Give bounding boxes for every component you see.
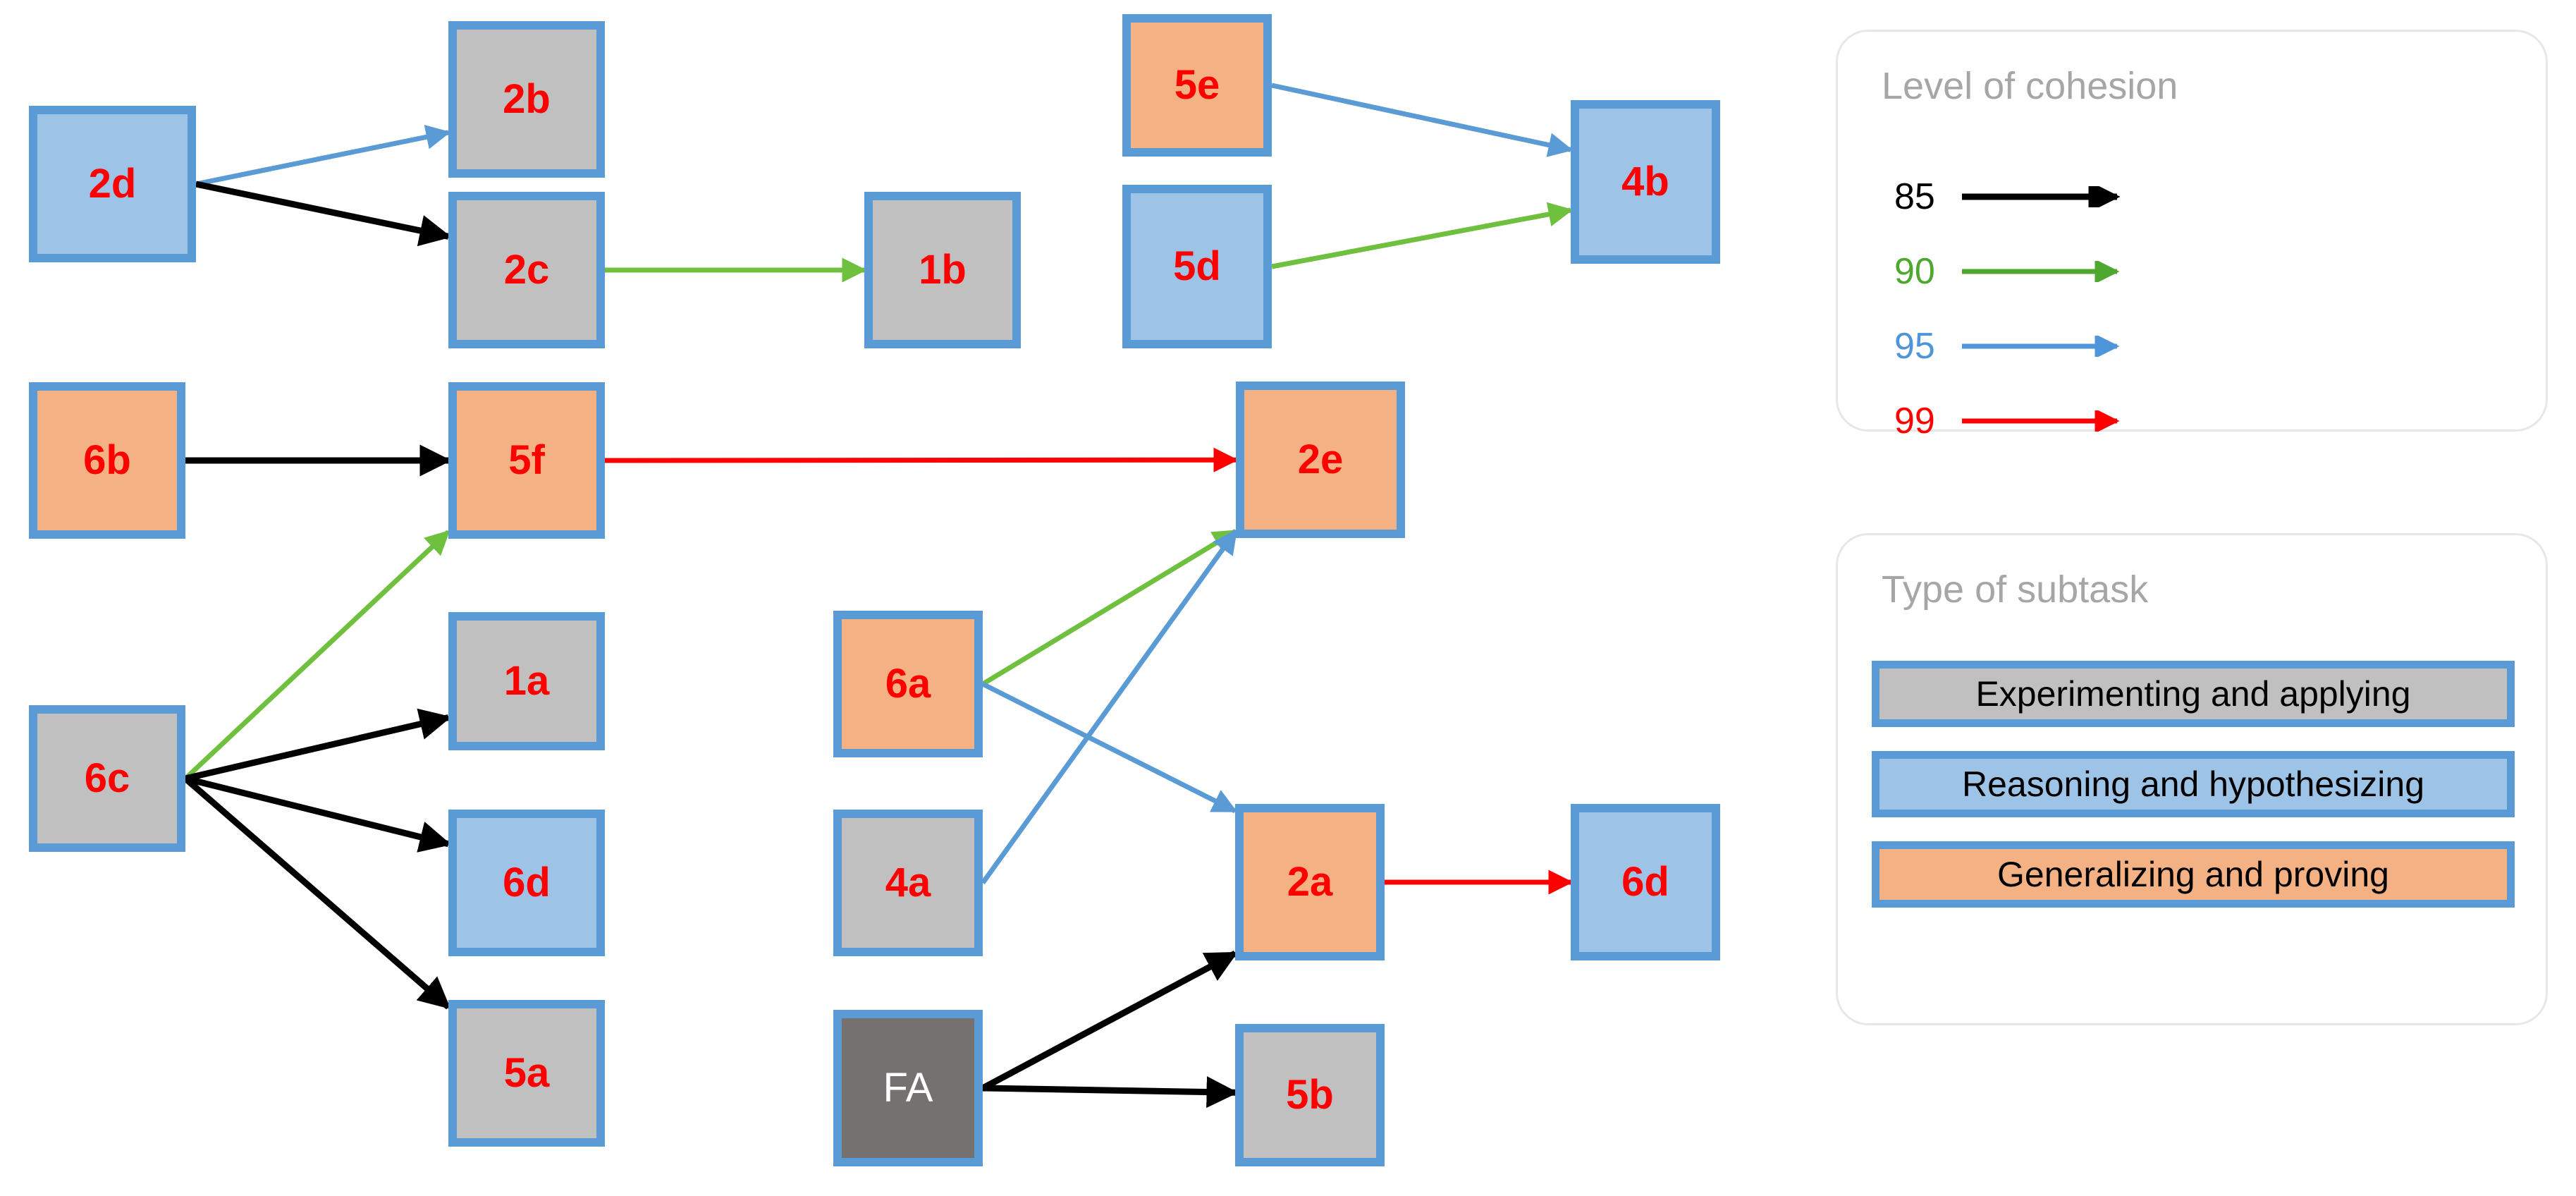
node-6a[interactable]: 6a <box>833 611 983 757</box>
legend-cohesion-panel: Level of cohesion 85 90 95 99 <box>1836 30 2548 441</box>
legend-cohesion-title: Level of cohesion <box>1882 65 2178 107</box>
node-6d1[interactable]: 6d <box>448 810 605 956</box>
node-2c[interactable]: 2c <box>448 192 605 348</box>
edge-5d-to-4b <box>1271 202 1574 269</box>
node-6c[interactable]: 6c <box>29 705 185 852</box>
node-5d[interactable]: 5d <box>1122 185 1272 348</box>
edge-5e-to-4b <box>1271 83 1574 157</box>
node-label: 4b <box>1621 159 1669 205</box>
edge-6a-to-2a <box>981 681 1238 814</box>
legend-arrow-icon <box>1959 186 2128 207</box>
node-label: 6a <box>885 661 931 707</box>
legend-cohesion-item: 90 <box>1894 242 2501 301</box>
edge-FA-to-5b <box>982 1076 1239 1109</box>
legend-subtask-label: Experimenting and applying <box>1975 674 2411 714</box>
edge-FA-to-2a <box>981 951 1238 1091</box>
node-label: 2c <box>503 247 550 293</box>
node-1b[interactable]: 1b <box>864 192 1021 348</box>
node-2e[interactable]: 2e <box>1236 382 1405 538</box>
edge-2d-to-2b <box>195 125 451 187</box>
node-6d2[interactable]: 6d <box>1571 804 1720 960</box>
legend-cohesion-item: 95 <box>1894 317 2501 376</box>
edge-6c-to-1a <box>184 708 452 782</box>
node-label: 1a <box>503 658 550 704</box>
legend-subtask-item-generalizing: Generalizing and proving <box>1872 841 2515 908</box>
node-label: 5f <box>508 437 545 483</box>
legend-subtask-item-experimenting: Experimenting and applying <box>1872 661 2515 727</box>
legend-subtask-label: Reasoning and hypothesizing <box>1961 764 2425 804</box>
node-5f[interactable]: 5f <box>448 382 605 539</box>
legend-cohesion-value: 85 <box>1894 176 1935 217</box>
legend-subtask-panel: Type of subtask Experimenting and applyi… <box>1836 533 2548 1025</box>
node-label: 6b <box>83 437 131 483</box>
node-2a[interactable]: 2a <box>1235 804 1385 960</box>
node-label: FA <box>883 1065 933 1111</box>
node-2d[interactable]: 2d <box>29 106 196 262</box>
legend-arrow-icon <box>1959 336 2128 357</box>
node-label: 6d <box>503 860 551 905</box>
node-FA[interactable]: FA <box>833 1010 983 1166</box>
node-4a[interactable]: 4a <box>833 810 983 956</box>
legend-cohesion-item: 85 <box>1894 167 2501 226</box>
legend-arrow-icon <box>1959 410 2128 432</box>
legend-cohesion-item: 99 <box>1894 391 2501 451</box>
edge-2d-to-2c <box>195 181 452 247</box>
node-label: 2b <box>503 76 551 122</box>
node-2b[interactable]: 2b <box>448 21 605 178</box>
legend-cohesion-value: 90 <box>1894 251 1935 292</box>
node-label: 2e <box>1297 437 1344 482</box>
legend-subtask-label: Generalizing and proving <box>1997 855 2389 894</box>
node-label: 5b <box>1286 1072 1334 1118</box>
node-label: 4a <box>885 860 931 905</box>
legend-cohesion-value: 95 <box>1894 326 1935 367</box>
edge-6a-to-2e <box>981 529 1238 686</box>
node-label: 5e <box>1174 62 1220 108</box>
node-6b[interactable]: 6b <box>29 382 185 539</box>
node-label: 2d <box>88 161 137 207</box>
edge-6c-to-6d1 <box>184 775 452 853</box>
node-1a[interactable]: 1a <box>448 612 605 750</box>
node-label: 6c <box>84 755 130 801</box>
node-5b[interactable]: 5b <box>1235 1024 1385 1166</box>
node-label: 5d <box>1173 243 1221 289</box>
legend-arrow-icon <box>1959 261 2128 282</box>
node-label: 5a <box>503 1050 550 1096</box>
node-5e[interactable]: 5e <box>1122 14 1272 157</box>
edge-6c-to-5a <box>183 776 451 1010</box>
node-label: 6d <box>1621 859 1669 905</box>
legend-subtask-item-reasoning: Reasoning and hypothesizing <box>1872 751 2515 817</box>
node-4b[interactable]: 4b <box>1571 100 1720 264</box>
edge-4a-to-2e <box>981 529 1238 885</box>
legend-subtask-title: Type of subtask <box>1882 568 2149 611</box>
edge-6c-to-5f <box>183 530 450 781</box>
node-label: 2a <box>1287 859 1333 905</box>
legend-cohesion-items: 85 90 95 99 <box>1894 167 2501 466</box>
node-label: 1b <box>919 247 967 293</box>
legend-cohesion-value: 99 <box>1894 401 1935 441</box>
node-5a[interactable]: 5a <box>448 1000 605 1147</box>
